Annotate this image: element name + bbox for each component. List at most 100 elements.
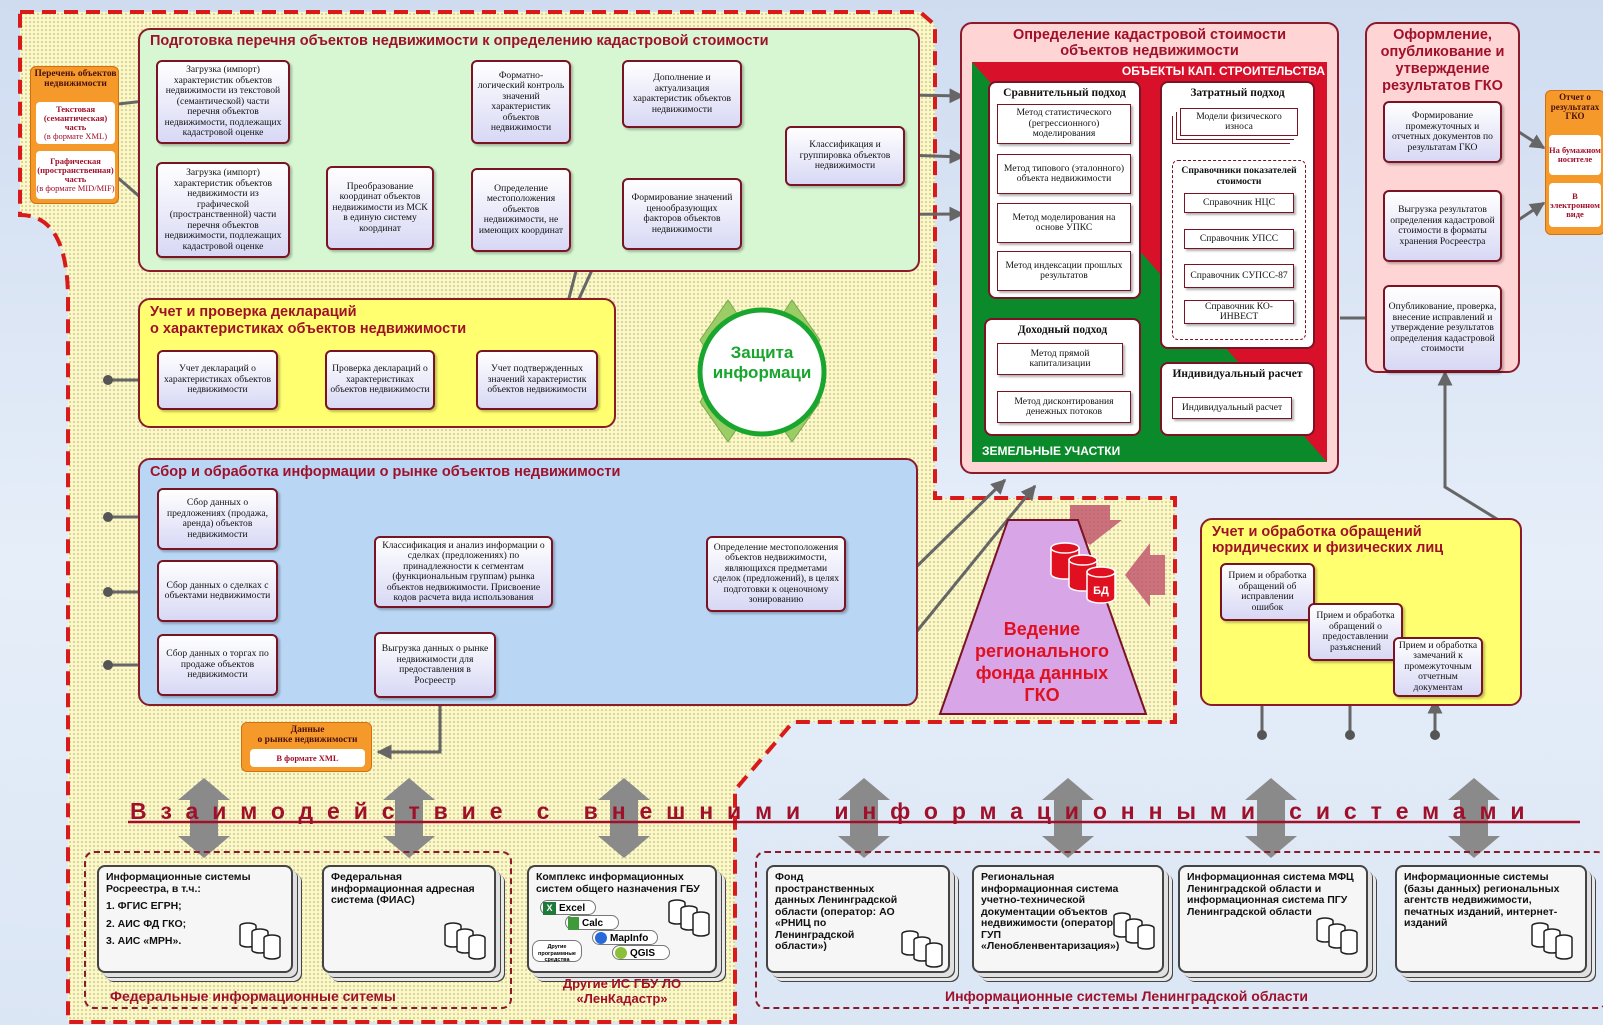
- cadval-title-2: объектов недвижимости: [1060, 43, 1239, 59]
- market-location-box: Определение местоположения объектов недв…: [706, 536, 846, 612]
- fias-database-icon: [444, 922, 486, 960]
- fias-title: Федеральная информационная адресная сист…: [331, 871, 475, 906]
- input-list-panel: Перечень объектов недвижимости Текстовая…: [30, 66, 119, 204]
- app-mapinfo[interactable]: MapInfo: [592, 930, 658, 945]
- wear-models: Модели физического износа: [1180, 108, 1298, 136]
- protection-label: Защита информаци: [712, 343, 812, 382]
- lo-2-database-icon: [1113, 912, 1155, 950]
- gbu-group-label-2: «ЛенКадастр»: [576, 991, 668, 1006]
- market-export-box: Выгрузка данных о рынке недвижимости для…: [374, 632, 496, 698]
- federal-group-label: Федеральные информационные ситемы: [110, 988, 396, 1004]
- publish-export-box: Выгрузка результатов определения кадастр…: [1383, 190, 1502, 262]
- appeals-title-2: юридических и физических лиц: [1212, 540, 1444, 556]
- protection-circle: [697, 307, 827, 437]
- gbu-group-label-1: Другие ИС ГБУ ЛО: [562, 976, 682, 991]
- rosreestr-item-1: 1. ФГИС ЕГРН;: [106, 900, 182, 912]
- gbu-title: Комплекс информационных систем общего на…: [536, 871, 700, 895]
- fias-system: Федеральная информационная адресная сист…: [322, 865, 496, 973]
- calc-icon: [568, 917, 579, 930]
- appeal-remarks-box: Прием и обработка замечаний к промежуточ…: [1393, 637, 1483, 697]
- report-panel: Отчет о результатах ГКО На бумажном носи…: [1545, 90, 1603, 235]
- decl-check-box: Проверка деклараций о характеристиках об…: [325, 350, 435, 410]
- database-icon: БД: [1050, 542, 1116, 604]
- gbu-database-icon: [668, 899, 710, 937]
- lo-1-database-icon: [901, 930, 943, 968]
- pricing-factors-box: Формирование значений ценообразующих фак…: [622, 178, 742, 250]
- publish-title-3: утверждение: [1395, 61, 1490, 77]
- supplement-box: Дополнение и актуализация характеристик …: [622, 60, 742, 128]
- mapinfo-label: MapInfo: [610, 933, 649, 944]
- method-statistical: Метод статистического (регрессионного) м…: [997, 104, 1131, 144]
- rosreestr-system: Информационные системы Росреестра, в т.ч…: [97, 865, 293, 973]
- other-software: Другие программные средства: [532, 940, 582, 963]
- publish-title-2: опубликование и: [1380, 44, 1505, 60]
- decl-account-box: Учет деклараций о характеристиках объект…: [157, 350, 278, 410]
- app-calc[interactable]: Calc: [565, 915, 619, 930]
- qgis-icon: [615, 947, 627, 959]
- market-output-panel: Данные о рынке недвижимости В формате XM…: [241, 722, 372, 772]
- decl-title-1: Учет и проверка деклараций: [150, 304, 357, 320]
- decl-confirmed-box: Учет подтвержденных значений характерист…: [476, 350, 598, 410]
- market-classify-box: Классификация и анализ информации о сдел…: [374, 536, 553, 608]
- lo-4-database-icon: [1531, 922, 1573, 960]
- cap-band-label: ОБЪЕКТЫ КАП. СТРОИТЕЛЬСТВА: [1121, 64, 1325, 78]
- market-output-title-2: о рынке недвижимости: [257, 735, 358, 745]
- database-icon-label: БД: [1093, 585, 1109, 597]
- rosreestr-database-icon: [239, 922, 281, 960]
- format-check-box: Форматно-логический контроль значений ха…: [471, 60, 571, 144]
- graphic-part-label: Графическая (пространственная) часть: [37, 156, 114, 184]
- lo-system-1-title: Фонд пространственных данных Ленинградск…: [775, 871, 898, 952]
- report-electronic: В электронном виде: [1549, 183, 1601, 227]
- rosreestr-title: Информационные системы Росреестра, в т.ч…: [106, 871, 251, 895]
- report-title: Отчет о результатах ГКО: [1550, 92, 1600, 121]
- publish-docs-box: Формирование промежуточных и отчетных до…: [1383, 101, 1502, 163]
- graphic-part-box: Графическая (пространственная) часть (в …: [36, 151, 115, 199]
- method-typical: Метод типового (эталонного) объекта недв…: [997, 154, 1131, 194]
- lo-group: [755, 851, 1603, 1009]
- deals-box: Сбор данных о сделках с объектами недвиж…: [157, 560, 278, 622]
- app-qgis[interactable]: QGIS: [612, 945, 670, 960]
- ref-group: [1172, 160, 1306, 340]
- text-part-box: Текстовая (семантическая) часть (в форма…: [36, 102, 115, 144]
- lo-system-3-title: Информационная система МФЦ Ленинградской…: [1187, 871, 1354, 918]
- appeal-errors-box: Прием и обработка обращений об исправлен…: [1220, 563, 1315, 621]
- location-box: Определение местоположения объектов недв…: [471, 168, 571, 252]
- method-dcf: Метод дисконтирования денежных потоков: [997, 391, 1131, 423]
- market-output-title-1: Данные: [290, 725, 325, 735]
- load-graphic-box: Загрузка (импорт) характеристик объектов…: [156, 162, 290, 258]
- publish-title-1: Оформление,: [1393, 27, 1492, 43]
- calc-label: Calc: [582, 918, 604, 929]
- auctions-box: Сбор данных о торгах по продаже объектов…: [157, 634, 278, 696]
- fund-title: Ведение регионального фонда данных ГКО: [974, 619, 1110, 705]
- input-list-title: Перечень объектов недвижимости: [34, 69, 117, 89]
- appeals-title-1: Учет и обработка обращений: [1212, 524, 1422, 540]
- publish-approve-box: Опубликование, проверка, внесение исправ…: [1383, 285, 1502, 372]
- decl-title-2: о характеристиках объектов недвижимости: [150, 321, 467, 337]
- excel-icon: X: [543, 902, 556, 915]
- market-output-format: В формате XML: [250, 749, 365, 767]
- appeal-explain-box: Прием и обработка обращений о предоставл…: [1308, 603, 1403, 661]
- excel-label: Excel: [559, 903, 586, 914]
- land-band-label: ЗЕМЕЛЬНЫЕ УЧАСТКИ: [982, 444, 1121, 458]
- report-paper: На бумажном носителе: [1549, 135, 1601, 175]
- lo-system-4-title: Информационные системы (базы данных) рег…: [1404, 871, 1560, 929]
- ref-supss: Справочник СУПСС-87: [1184, 264, 1294, 288]
- interaction-headline: Взаимодействие с внешними информационным…: [130, 798, 1539, 824]
- transform-coords-box: Преобразование координат объектов недвиж…: [326, 166, 434, 250]
- graphic-part-format: (в формате MID/MIF): [36, 183, 115, 193]
- classify-box: Классификация и группировка объектов нед…: [785, 126, 905, 186]
- income-title: Доходный подход: [1017, 324, 1108, 336]
- text-part-format: (в формате XML): [43, 131, 108, 141]
- rosreestr-item-3: 3. АИС «МРН».: [106, 935, 182, 947]
- ref-title: Справочники показателей стоимости: [1181, 165, 1297, 187]
- ref-ko-invest: Справочник КО-ИНВЕСТ: [1184, 300, 1294, 324]
- mapinfo-icon: [595, 932, 607, 944]
- cadval-title-1: Определение кадастровой стоимости: [1012, 27, 1287, 43]
- lo-system-3: Информационная система МФЦ Ленинградской…: [1178, 865, 1368, 973]
- lo-system-4: Информационные системы (базы данных) рег…: [1395, 865, 1587, 973]
- comparative-title: Сравнительный подход: [1003, 87, 1126, 99]
- rosreestr-item-2: 2. АИС ФД ГКО;: [106, 917, 187, 930]
- method-indexation: Метод индексации прошлых результатов: [997, 251, 1131, 291]
- publish-title-4: результатов ГКО: [1382, 78, 1503, 94]
